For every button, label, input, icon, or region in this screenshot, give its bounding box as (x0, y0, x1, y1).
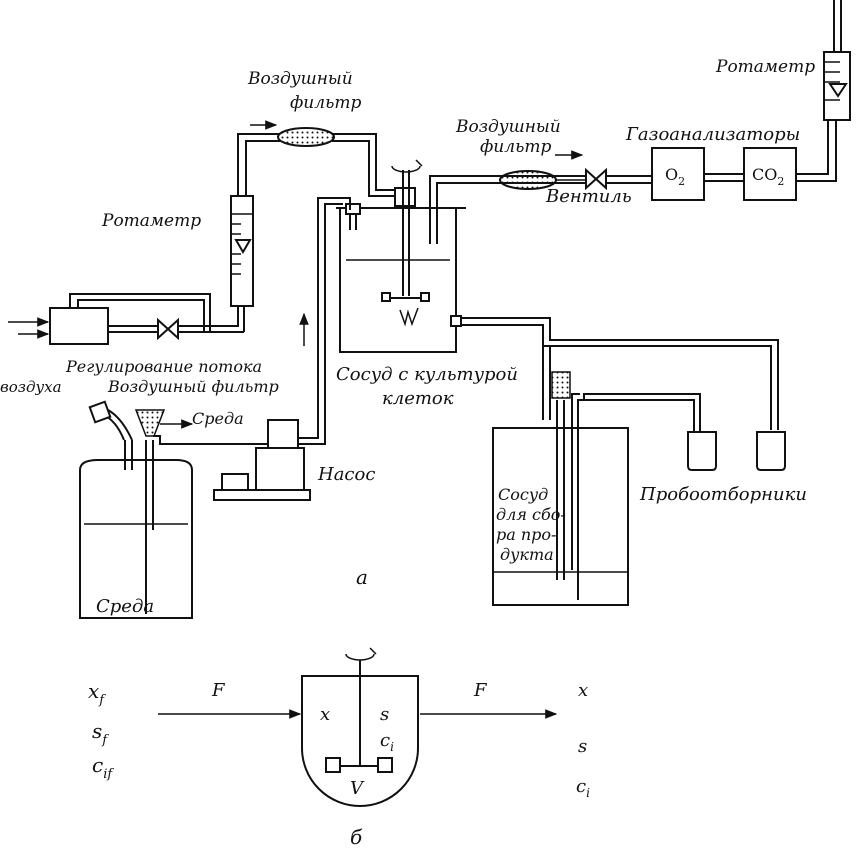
label-samplers: Пробоотборники (639, 484, 807, 505)
medium-pipe (298, 197, 351, 445)
label-gas-analyzers: Газоанализаторы (625, 124, 800, 145)
pump (213, 419, 311, 501)
air-pipe-left (108, 305, 245, 333)
label-air-filter-top-1: Воздушный (247, 69, 353, 89)
label-co2: CO2 (752, 165, 784, 188)
label-o2: O2 (665, 165, 685, 188)
output-x: x (578, 680, 588, 701)
label-rotameter-right: Ротаметр (715, 57, 815, 77)
label-pump: Насос (317, 464, 375, 485)
air-filter-top (277, 127, 335, 147)
input-c: cif (92, 753, 114, 782)
label-air-filter-top-2: фильтр (290, 93, 361, 113)
output-c: ci (576, 776, 590, 800)
inside-x: x (320, 704, 330, 725)
label-air-filter-left: Воздушный фильтр (107, 377, 279, 396)
input-s: sf (92, 719, 109, 748)
rotameter-left (230, 195, 254, 307)
output-s: s (578, 736, 587, 757)
label-part-b: б (350, 825, 363, 849)
valve-right (585, 167, 607, 191)
co2-analyzer (743, 147, 797, 201)
volume-label: V (350, 778, 365, 799)
label-rotameter-left: Ротаметр (101, 211, 201, 231)
scheme-b-vessel (301, 647, 419, 807)
label-part-a: а (356, 565, 368, 589)
label-valve: Вентиль (545, 186, 632, 207)
flow-control-box (49, 307, 109, 345)
o2-analyzer (651, 147, 705, 201)
medium-bottle (79, 400, 270, 619)
culture-vessel (336, 159, 585, 353)
label-product-vessel-4: дукта (500, 545, 554, 564)
label-medium-bottle: Среда (96, 596, 154, 617)
inside-s: s (380, 704, 389, 725)
valve-left (157, 317, 179, 341)
label-product-vessel-2: для сбо- (496, 505, 566, 524)
inflow-label: F (211, 680, 226, 701)
air-inlet-arrows (8, 317, 50, 339)
label-medium-arrow: Среда (192, 409, 244, 428)
samplers (687, 431, 786, 471)
label-culture-vessel-1: Сосуд с культурой (336, 364, 518, 385)
flow-control-bypass (69, 293, 211, 332)
rotameter-right (823, 0, 851, 121)
label-culture-vessel-2: клеток (382, 388, 454, 409)
product-pipe (461, 317, 779, 430)
label-air-filter-right-2: фильтр (480, 137, 551, 157)
label-air-filter-right-1: Воздушный (455, 117, 561, 137)
label-product-vessel-1: Сосуд (498, 485, 548, 504)
inside-c: ci (380, 730, 394, 754)
input-x: xf (88, 679, 106, 708)
label-product-vessel-3: ра про- (496, 525, 556, 544)
outflow-label: F (473, 680, 488, 701)
product-vessel (492, 371, 701, 606)
label-flow-control-1: Регулирование потока (65, 357, 262, 376)
air-pipe-top (237, 120, 396, 197)
label-flow-control-2: воздуха (0, 378, 62, 396)
